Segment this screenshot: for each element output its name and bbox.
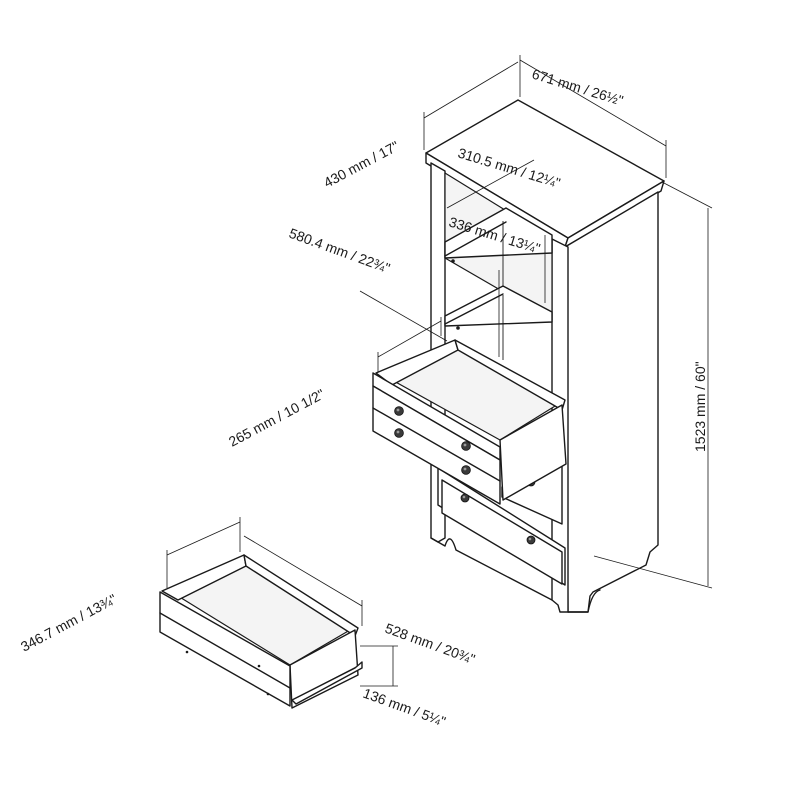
open-drawer-knobs <box>394 406 471 475</box>
label-interior-height: 580.4 mm / 22¾" <box>287 225 392 276</box>
detached-drawer <box>159 554 363 709</box>
detached-drawer-right-wall <box>289 629 359 709</box>
label-depth: 430 mm / 17" <box>321 138 402 191</box>
detached-drawer-front-face <box>159 591 291 707</box>
lower-drawer-front <box>441 479 563 585</box>
dimension-lines <box>166 55 713 687</box>
label-drawer-front-height: 136 mm / 5¼" <box>361 685 448 730</box>
open-drawer-right-wall <box>499 404 567 501</box>
label-drawer-height-open: 265 mm / 10 1/2" <box>226 386 327 450</box>
top-panel-side-edge <box>564 180 665 248</box>
label-drawer-depth: 528 mm / 20¾" <box>383 620 477 667</box>
open-drawer <box>372 339 567 505</box>
label-total-height: 1523 mm / 60" <box>692 361 708 452</box>
label-drawer-width: 346.7 mm / 13¾" <box>18 591 119 655</box>
label-width: 671 mm / 26½" <box>530 66 625 109</box>
right-side-panel <box>564 191 659 613</box>
